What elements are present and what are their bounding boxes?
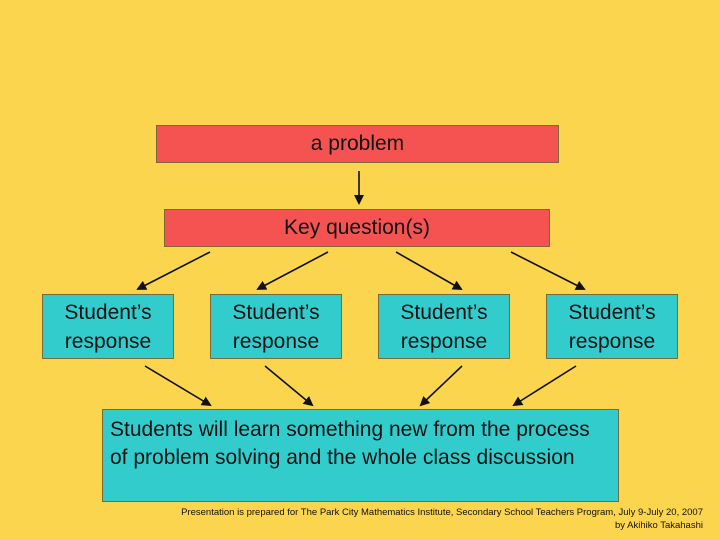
conclusion-box: Students will learn something new from t…	[102, 409, 619, 502]
student-response-label: Student’s response	[64, 300, 152, 353]
arrow-key-to-response-1	[136, 251, 211, 290]
footer-credit: Presentation is prepared for The Park Ci…	[103, 506, 703, 532]
arrow-key-to-response-4	[510, 251, 586, 290]
student-response-label: Student’s response	[400, 300, 488, 353]
student-response-label: Student’s response	[232, 300, 320, 353]
student-response-box-1: Student’s response	[42, 294, 174, 359]
student-response-label: Student’s response	[568, 300, 656, 353]
arrow-response-1-to-conclusion	[144, 365, 212, 407]
key-question-label: Key question(s)	[284, 216, 430, 239]
arrow-key-to-response-3	[395, 251, 463, 290]
arrow-response-3-to-conclusion	[419, 365, 463, 407]
credit-line-2: by Akihiko Takahashi	[614, 520, 703, 531]
conclusion-text: Students will learn something new from t…	[110, 418, 590, 469]
arrow-key-to-response-2	[256, 251, 329, 290]
arrow-response-2-to-conclusion	[264, 365, 314, 407]
problem-box: a problem	[156, 125, 559, 163]
student-response-box-2: Student’s response	[210, 294, 342, 359]
arrow-response-4-to-conclusion	[512, 365, 577, 407]
credit-line-1: Presentation is prepared for The Park Ci…	[181, 507, 703, 518]
student-response-box-3: Student’s response	[378, 294, 510, 359]
problem-label: a problem	[310, 132, 405, 155]
student-response-box-4: Student’s response	[546, 294, 678, 359]
key-question-box: Key question(s)	[164, 209, 550, 247]
